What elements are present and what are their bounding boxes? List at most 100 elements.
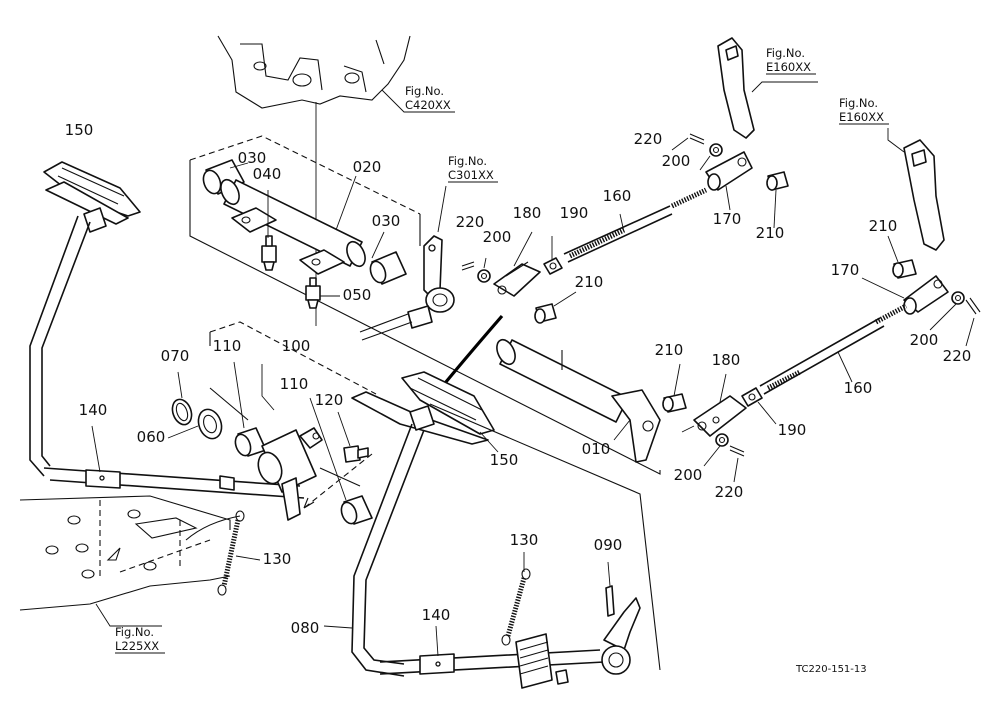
figure-ref-c420xx: Fig.No.C420XX (405, 84, 455, 113)
nut-190-lower (741, 387, 763, 407)
callout-030: 030 (372, 212, 401, 230)
callout-180: 180 (513, 204, 542, 222)
cross-shaft-010 (496, 338, 661, 463)
brake-pedal-right (351, 371, 495, 445)
clevis-170-right (903, 275, 949, 315)
right-frame-line (429, 403, 661, 671)
callout-170: 170 (713, 210, 742, 228)
figure-ref-number: E160XX (839, 110, 884, 124)
callout-050: 050 (343, 286, 372, 304)
floor-step-plate (19, 495, 231, 611)
callout-210: 210 (756, 224, 785, 242)
callout-070: 070 (161, 347, 190, 365)
callout-110: 110 (213, 337, 242, 355)
callout-030: 030 (238, 149, 267, 167)
pin-210-right (892, 259, 917, 279)
figure-ref-label: Fig.No. (766, 46, 805, 60)
callout-150: 150 (65, 121, 94, 139)
spring-hook-arrow (185, 515, 241, 541)
washer-200-upper-right (709, 143, 723, 157)
callout-130: 130 (263, 550, 292, 568)
pedal-shaft-frame (209, 321, 377, 395)
drawing-code: TC220-151-13 (795, 664, 867, 675)
clevis-180-lower (693, 395, 747, 437)
figure-ref-e160xx: Fig.No.E160XX (766, 46, 816, 75)
washer-200-upper-left (477, 269, 491, 283)
pedal-boss-100 (257, 427, 323, 521)
callout-160: 160 (603, 187, 632, 205)
callout-220: 220 (715, 483, 744, 501)
pedal-rod-140-left (43, 467, 305, 499)
figure-ref-label: Fig.No. (839, 96, 878, 110)
callout-220: 220 (456, 213, 485, 231)
figure-ref-label: Fig.No. (448, 154, 487, 168)
clevis-170-upper (705, 151, 753, 191)
figure-ref-number: E160XX (766, 60, 811, 74)
nut-190-upper (543, 257, 563, 275)
callout-200: 200 (662, 152, 691, 170)
parking-ratchet (515, 633, 569, 689)
callout-140: 140 (79, 401, 108, 419)
split-pin-220-right (965, 297, 981, 315)
washer-060 (197, 408, 223, 440)
callout-220: 220 (634, 130, 663, 148)
figure-ref-number: L225XX (115, 639, 159, 653)
callout-040: 040 (253, 165, 282, 183)
pin-210-upper-left (534, 303, 557, 324)
callout-170: 170 (831, 261, 860, 279)
figure-ref-c301xx: Fig.No.C301XX (448, 154, 498, 183)
callout-060: 060 (137, 428, 166, 446)
figure-ref-number: C420XX (405, 98, 451, 112)
callout-110: 110 (280, 375, 309, 393)
split-pin-220-upper-right (689, 133, 705, 145)
pedal-rod-140-right (379, 649, 605, 675)
figure-ref-e160xx: Fig.No.E160XX (839, 96, 889, 125)
figure-ref-label: Fig.No. (405, 84, 444, 98)
figure-references: Fig.No.C420XXFig.No.C301XXFig.No.E160XXF… (115, 46, 889, 654)
callout-200: 200 (674, 466, 703, 484)
callout-100: 100 (282, 337, 311, 355)
grease-fitting-040 (261, 235, 277, 271)
pin-090 (605, 585, 615, 617)
bushing-110-left (234, 427, 267, 457)
callout-120: 120 (315, 391, 344, 409)
callout-150: 150 (490, 451, 519, 469)
split-pin-220-upper-left (461, 261, 475, 271)
brake-arm-lower (903, 139, 945, 251)
callout-190: 190 (778, 421, 807, 439)
grease-fitting-050 (305, 277, 321, 309)
bushing-110-right (340, 495, 373, 525)
grease-fitting-120 (343, 445, 369, 463)
callout-020: 020 (353, 158, 382, 176)
callout-180: 180 (712, 351, 741, 369)
brake-arm-upper (717, 37, 755, 139)
return-spring-130-left (217, 510, 245, 596)
callout-220: 220 (943, 347, 972, 365)
shaft-assembly-frame (189, 135, 661, 475)
callout-130: 130 (510, 531, 539, 549)
figure-ref-label: Fig.No. (115, 625, 154, 639)
callout-210: 210 (655, 341, 684, 359)
lever-arm (359, 235, 455, 341)
rod-160-upper (563, 187, 708, 263)
callout-210: 210 (869, 217, 898, 235)
callout-190: 190 (560, 204, 589, 222)
washer-200-lower (715, 433, 729, 447)
callout-010: 010 (582, 440, 611, 458)
callout-210: 210 (575, 273, 604, 291)
snap-ring-070 (171, 398, 193, 426)
rod-160-right (759, 303, 908, 395)
callout-200: 200 (483, 228, 512, 246)
pin-210-lower (662, 393, 687, 413)
figure-ref-l225xx: Fig.No.L225XX (115, 625, 165, 654)
pin-210-upper-right (766, 171, 789, 191)
callout-140: 140 (422, 606, 451, 624)
cross-shaft-020 (220, 178, 366, 275)
clevis-180-upper (493, 261, 541, 297)
bushing-030-right (369, 251, 407, 285)
callout-160: 160 (844, 379, 873, 397)
figure-ref-number: C301XX (448, 168, 494, 182)
